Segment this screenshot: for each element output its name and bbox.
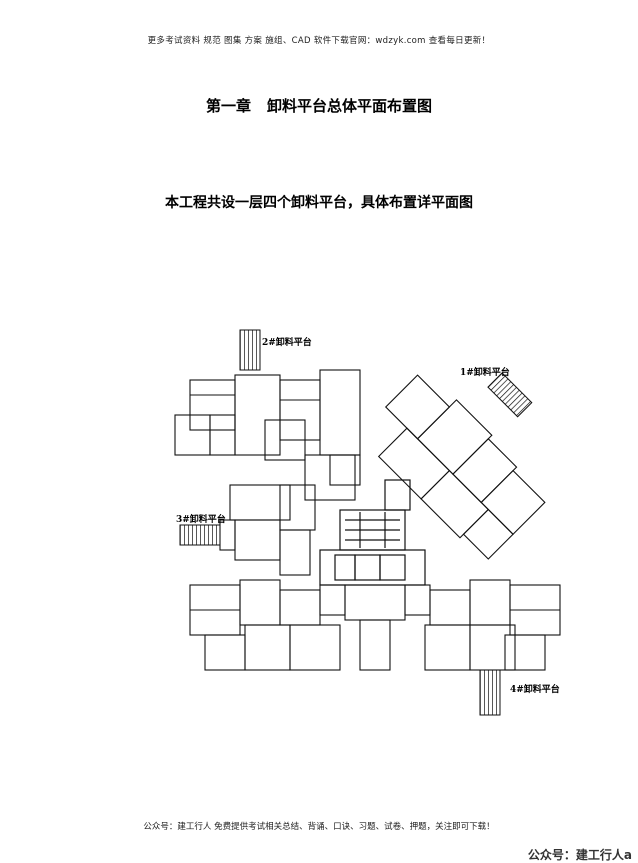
platform-4-hatch — [479, 669, 501, 716]
chapter-title: 第一章卸料平台总体平面布置图 — [0, 95, 638, 116]
chapter-number: 第一章 — [205, 97, 251, 115]
description-text: 本工程共设一层四个卸料平台，具体布置详平面图 — [165, 195, 473, 211]
central-core — [319, 479, 426, 586]
right-diagonal-wing — [377, 374, 546, 560]
bottom-row — [189, 579, 561, 671]
chapter-title-text: 卸料平台总体平面布置图 — [267, 97, 433, 115]
platform-3-label: 3#卸料平台 — [176, 513, 226, 525]
upper-left-wing — [174, 369, 361, 501]
floor-plan-drawing: 2#卸料平台 1#卸料平台 3#卸料平台 4#卸料平台 — [160, 320, 580, 730]
platform-1-label: 1#卸料平台 — [460, 366, 510, 378]
platform-3-hatch — [179, 524, 221, 546]
top-banner: 更多考试资料 规范 图集 方案 施组、CAD 软件下载官网：wdzyk.com … — [147, 36, 491, 46]
platform-2-hatch — [239, 329, 261, 371]
platform-1-hatch — [487, 372, 533, 418]
footer-promo: 公众号：建工行人 免费提供考试相关总结、背诵、口诀、习题、试卷、押题，关注即可下… — [143, 822, 495, 832]
middle-left-wing — [219, 484, 316, 576]
platform-4-label: 4#卸料平台 — [510, 683, 560, 695]
watermark: 公众号：建工行人a — [527, 848, 632, 862]
floor-plan-svg: 2#卸料平台 1#卸料平台 3#卸料平台 4#卸料平台 — [174, 329, 561, 716]
platform-2-label: 2#卸料平台 — [262, 336, 312, 348]
